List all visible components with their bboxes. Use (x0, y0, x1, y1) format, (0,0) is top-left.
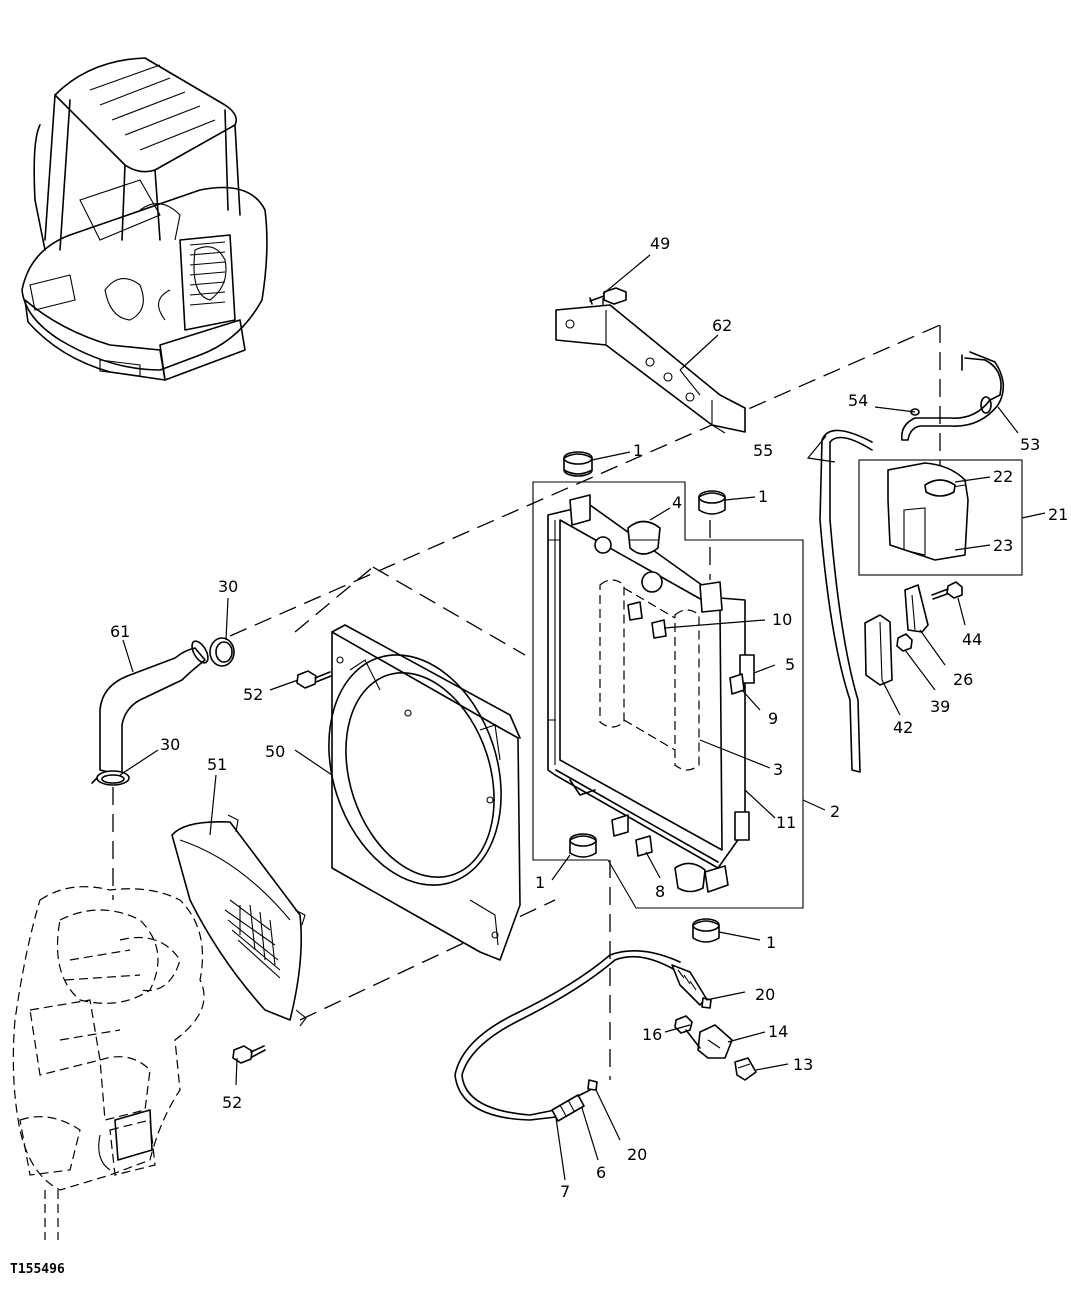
callout-10: 10 (772, 610, 792, 629)
callout-62: 62 (712, 316, 732, 335)
bracket-bolt (589, 287, 627, 305)
callout-26: 26 (953, 670, 973, 689)
callout-44: 44 (962, 630, 982, 649)
mounting-plate (864, 614, 893, 686)
callout-3: 3 (773, 760, 783, 779)
sensor-bracket (697, 1024, 733, 1059)
excavator-overview-illustration (21, 57, 268, 381)
tank-bracket (904, 584, 929, 633)
callout-42: 42 (893, 718, 913, 737)
radiator-hose (99, 640, 209, 776)
callout-30-upper: 30 (218, 577, 238, 596)
assembly-centerlines (112, 298, 941, 1080)
callout-51: 51 (207, 755, 227, 774)
callout-21: 21 (1048, 505, 1068, 524)
callout-1-top-left: 1 (633, 441, 643, 460)
guard-bolt (232, 1045, 266, 1064)
overflow-hose (819, 429, 873, 773)
callout-13: 13 (793, 1055, 813, 1074)
sensor-bolt (674, 1015, 701, 1049)
tank-nut (896, 633, 913, 652)
tank-bolt (931, 581, 963, 600)
callout-52-upper: 52 (243, 685, 263, 704)
callout-22: 22 (993, 467, 1013, 486)
callout-7: 7 (560, 1182, 570, 1201)
callout-leaders (119, 254, 1046, 1181)
fan-shroud (328, 624, 521, 961)
callout-8: 8 (655, 882, 665, 901)
callout-61: 61 (110, 622, 130, 641)
callout-labels: 1 1 1 1 2 3 4 5 6 7 8 9 10 11 13 14 16 2… (110, 234, 1068, 1201)
callout-1-bottom-left: 1 (535, 873, 545, 892)
callout-9: 9 (768, 709, 778, 728)
callout-30-lower: 30 (160, 735, 180, 754)
hose-clamp-upper (209, 637, 235, 667)
radiator-assembly-outline (532, 481, 804, 909)
figure-reference-id: T155496 (10, 1262, 65, 1277)
callout-5: 5 (785, 655, 795, 674)
callout-20-lower: 20 (627, 1145, 647, 1164)
engine-outline-hidden (12, 886, 205, 1240)
rubber-mount-bottom-left (569, 833, 597, 858)
callout-4: 4 (672, 493, 682, 512)
rubber-mount-bottom-right (692, 918, 720, 943)
callout-14: 14 (768, 1022, 788, 1041)
reserve-tank (887, 462, 969, 561)
temperature-sensor (734, 1057, 757, 1081)
reserve-tank-tube (900, 351, 1005, 441)
callout-16: 16 (642, 1025, 662, 1044)
callout-53: 53 (1020, 435, 1040, 454)
callout-49: 49 (650, 234, 670, 253)
callout-50: 50 (265, 742, 285, 761)
callout-55: 55 (753, 441, 773, 460)
rubber-mount-top-left (563, 451, 593, 477)
sensor-clip-lower (587, 1079, 598, 1091)
callout-39: 39 (930, 697, 950, 716)
support-bracket (555, 304, 746, 434)
callout-52-lower: 52 (222, 1093, 242, 1112)
callout-6: 6 (596, 1163, 606, 1182)
radiator-core (547, 494, 755, 893)
callout-20-upper: 20 (755, 985, 775, 1004)
callout-1-top-right: 1 (758, 487, 768, 506)
callout-2: 2 (830, 802, 840, 821)
sensor-harness (454, 950, 707, 1122)
callout-23: 23 (993, 536, 1013, 555)
shroud-bolt (296, 670, 332, 689)
callout-54: 54 (848, 391, 868, 410)
rubber-mount-top-right (698, 490, 726, 515)
callout-1-bottom-right: 1 (766, 933, 776, 952)
fan-guard (171, 814, 307, 1027)
callout-11: 11 (776, 813, 796, 832)
